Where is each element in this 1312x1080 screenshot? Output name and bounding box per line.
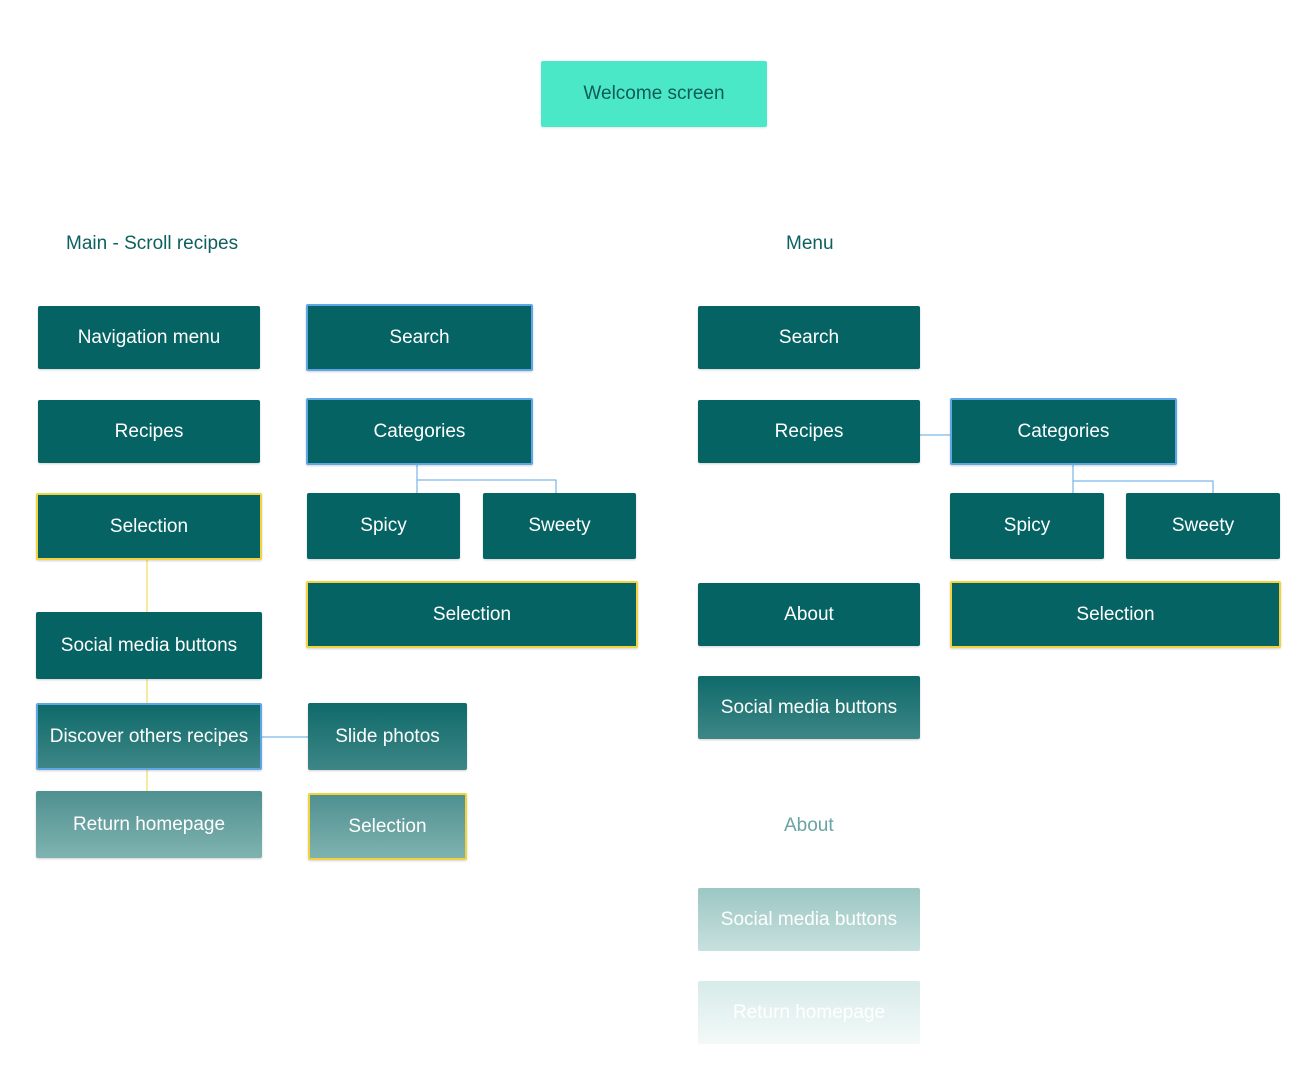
return-homepage-node[interactable]: Return homepage <box>36 791 262 858</box>
discover-others-recipes-node[interactable]: Discover others recipes <box>36 703 262 770</box>
social-media-buttons-node[interactable]: Social media buttons <box>36 612 262 679</box>
about-return-homepage-node[interactable]: Return homepage <box>698 981 920 1044</box>
sweety-node[interactable]: Sweety <box>483 493 636 559</box>
about-social-media-buttons-node[interactable]: Social media buttons <box>698 888 920 951</box>
menu-search-node[interactable]: Search <box>698 306 920 369</box>
recipes-node[interactable]: Recipes <box>38 400 260 463</box>
selection-node[interactable]: Selection <box>36 493 262 560</box>
navigation-menu-node[interactable]: Navigation menu <box>38 306 260 369</box>
menu-about-node[interactable]: About <box>698 583 920 646</box>
spicy-node[interactable]: Spicy <box>307 493 460 559</box>
menu-sweety-node[interactable]: Sweety <box>1126 493 1280 559</box>
search-node[interactable]: Search <box>306 304 533 371</box>
main-scroll-recipes-heading: Main - Scroll recipes <box>66 233 239 254</box>
menu-heading: Menu <box>786 233 834 254</box>
slide-photos-node[interactable]: Slide photos <box>308 703 467 770</box>
selection-bottom-node[interactable]: Selection <box>308 793 467 860</box>
about-heading: About <box>784 815 834 836</box>
menu-selection-node[interactable]: Selection <box>950 581 1281 648</box>
menu-recipes-node[interactable]: Recipes <box>698 400 920 463</box>
menu-social-media-buttons-node[interactable]: Social media buttons <box>698 676 920 739</box>
selection-wide-node[interactable]: Selection <box>306 581 638 648</box>
menu-spicy-node[interactable]: Spicy <box>950 493 1104 559</box>
menu-categories-node[interactable]: Categories <box>950 398 1177 465</box>
categories-node[interactable]: Categories <box>306 398 533 465</box>
welcome-screen-node[interactable]: Welcome screen <box>541 61 767 127</box>
